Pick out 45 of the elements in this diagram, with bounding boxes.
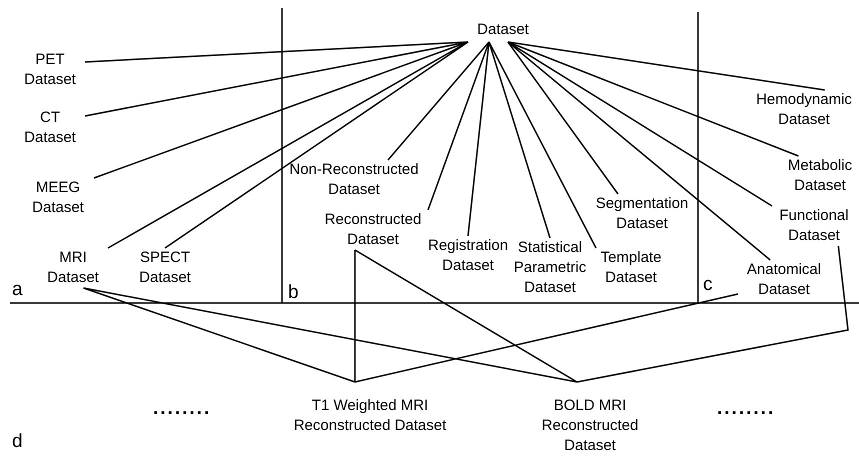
connector-line <box>508 41 799 157</box>
connector-line <box>83 287 356 383</box>
connector-line <box>488 42 551 238</box>
node-label: Non-Reconstructed Dataset <box>288 160 420 200</box>
connector-line <box>84 41 468 117</box>
connector-line <box>508 41 772 207</box>
ellipsis-dots: ........ <box>153 399 212 419</box>
connector-line <box>354 250 356 382</box>
connector-line <box>508 41 825 91</box>
connector-line <box>507 41 771 261</box>
node-label: Metabolic Dataset <box>786 156 854 196</box>
node-label: Template Dataset <box>600 248 662 288</box>
node-label: MRI Dataset <box>46 248 100 288</box>
node-label: BOLD MRI Reconstructed Dataset <box>540 396 640 456</box>
node-label: MEEG Dataset <box>31 178 85 218</box>
node-label: CT Dataset <box>23 108 77 148</box>
node-label: Hemodynamic Dataset <box>755 90 853 130</box>
connector-line <box>387 42 490 160</box>
node-label: Functional Dataset <box>778 206 850 246</box>
connector-line <box>354 293 738 383</box>
connector-line <box>427 42 490 210</box>
connector-line <box>94 41 468 179</box>
connector-line <box>576 246 849 383</box>
connector-line <box>467 42 490 236</box>
connector-line <box>507 42 619 194</box>
node-label: Statistical Parametric Dataset <box>512 238 588 298</box>
node-label: Segmentation Dataset <box>594 194 690 234</box>
connector-line <box>488 42 597 248</box>
node-label: PET Dataset <box>23 50 77 90</box>
panel-letter: d <box>12 432 23 452</box>
panel-letter: c <box>703 275 712 295</box>
panel-letter: a <box>12 280 23 300</box>
connector-line <box>354 249 578 383</box>
node-label: T1 Weighted MRI Reconstructed Dataset <box>292 396 448 436</box>
node-label: Dataset <box>476 20 530 40</box>
connector-line <box>108 41 468 249</box>
connector-line <box>164 41 468 249</box>
node-label: SPECT Dataset <box>138 248 192 288</box>
panel-letter: b <box>288 283 299 303</box>
node-label: Reconstructed Dataset <box>324 210 422 250</box>
connector-line <box>83 287 578 383</box>
node-label: Anatomical Dataset <box>746 260 822 300</box>
node-label: Registration Dataset <box>428 236 508 276</box>
connector-line <box>84 41 468 63</box>
ellipsis-dots: ........ <box>717 399 776 419</box>
